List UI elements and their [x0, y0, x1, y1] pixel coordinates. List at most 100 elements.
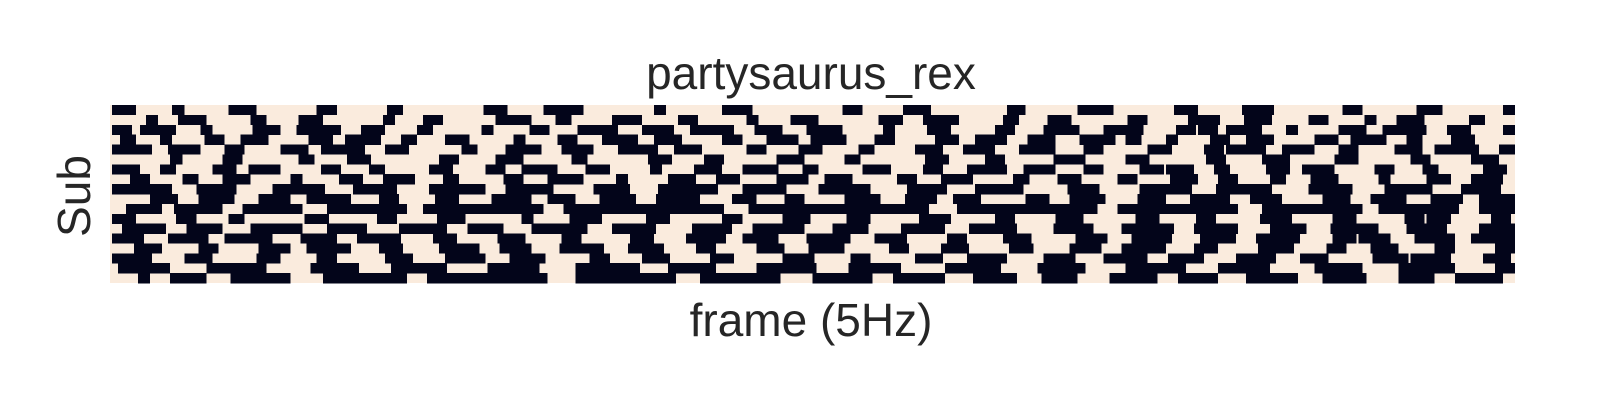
heatmap-cell — [746, 145, 766, 155]
heatmap-cell — [495, 115, 531, 125]
heatmap-cell — [784, 194, 804, 204]
heatmap-cell — [1210, 135, 1230, 145]
heatmap-cell — [927, 125, 951, 135]
heatmap-cell — [1322, 194, 1350, 204]
heatmap-cell — [499, 243, 531, 253]
heatmap-cell — [1003, 115, 1019, 125]
heatmap-cell — [1334, 154, 1358, 164]
heatmap-cell — [674, 145, 702, 155]
heatmap-cell — [1379, 174, 1391, 184]
heatmap-cell — [160, 135, 172, 145]
heatmap-cell — [1471, 174, 1503, 184]
heatmap-cell — [1250, 194, 1282, 204]
heatmap-cell — [399, 224, 447, 234]
heatmap-cell — [445, 135, 469, 145]
heatmap-cell — [1282, 145, 1314, 155]
heatmap-cell — [819, 184, 871, 194]
heatmap-cell — [1200, 234, 1236, 244]
heatmap-cell — [806, 234, 850, 244]
heatmap-cell — [317, 105, 337, 115]
heatmap-cell — [186, 224, 222, 234]
heatmap-cell — [1469, 115, 1485, 125]
heatmap-cell — [975, 135, 1007, 145]
heatmap-cell — [1019, 145, 1055, 155]
heatmap-cell — [889, 243, 909, 253]
heatmap-cell — [321, 164, 341, 174]
heatmap-cell — [513, 135, 525, 145]
heatmap-cell — [1041, 273, 1077, 283]
heatmap-cell — [1083, 164, 1103, 174]
heatmap-cell — [198, 194, 234, 204]
heatmap-cell — [562, 234, 582, 244]
heatmap-cell — [656, 194, 700, 204]
heatmap-cell — [532, 224, 588, 234]
heatmap-cell — [564, 204, 725, 214]
heatmap-cell — [212, 164, 236, 174]
heatmap-cell — [182, 174, 198, 184]
heatmap-cell — [686, 234, 726, 244]
heatmap-cell — [1266, 164, 1290, 174]
heatmap-cell — [905, 194, 937, 204]
heatmap-cell — [1427, 174, 1451, 184]
heatmap-cell — [429, 164, 453, 174]
heatmap-cell — [1471, 154, 1499, 164]
heatmap-cell — [134, 243, 162, 253]
heatmap-cell — [1007, 105, 1025, 115]
heatmap-cell — [1417, 105, 1443, 115]
heatmap-cell — [423, 115, 443, 125]
heatmap-cell — [1204, 145, 1224, 155]
heatmap-cell — [722, 105, 752, 115]
heatmap-cell — [138, 273, 150, 283]
heatmap-cell — [935, 135, 959, 145]
heatmap-cell — [907, 184, 947, 194]
heatmap-cell — [919, 214, 951, 224]
heatmap-cell — [1003, 234, 1031, 244]
heatmap-cell — [995, 214, 1015, 224]
heatmap-cell — [756, 263, 816, 273]
heatmap-cell — [1083, 145, 1103, 155]
heatmap-cell — [722, 214, 742, 224]
heatmap-cell — [1495, 263, 1515, 273]
heatmap-cell — [327, 204, 407, 214]
heatmap-cell — [806, 125, 842, 135]
heatmap-cell — [1332, 234, 1356, 244]
heatmap-cell — [112, 105, 136, 115]
heatmap-cell — [206, 263, 266, 273]
heatmap-grid — [110, 105, 1515, 283]
heatmap-cell — [694, 164, 722, 174]
heatmap-cell — [423, 204, 543, 214]
heatmap-cell — [548, 194, 576, 204]
heatmap-cell — [497, 234, 525, 244]
heatmap-cell — [1053, 224, 1093, 234]
heatmap-cell — [176, 214, 196, 224]
heatmap-cell — [678, 115, 698, 125]
heatmap-cell — [1110, 273, 1158, 283]
x-axis-label: frame (5Hz) — [690, 294, 933, 346]
heatmap-cell — [112, 214, 136, 224]
heatmap-cell — [385, 145, 409, 155]
heatmap-cell — [1395, 145, 1423, 155]
heatmap-cell — [1451, 135, 1475, 145]
heatmap-cell — [1326, 243, 1346, 253]
heatmap-cell — [628, 243, 664, 253]
heatmap-cell — [602, 135, 638, 145]
heatmap-cell — [503, 174, 523, 184]
heatmap-cell — [1194, 224, 1238, 234]
heatmap-cell — [1122, 224, 1174, 234]
heatmap-cell — [1216, 184, 1272, 194]
heatmap-cell — [646, 214, 670, 224]
heatmap-cell — [1244, 115, 1272, 125]
heatmap-cell — [923, 115, 959, 125]
heatmap-cell — [1196, 214, 1216, 224]
heatmap-cell — [248, 164, 280, 174]
heatmap-cell — [576, 263, 640, 273]
heatmap-cell — [875, 234, 907, 244]
heatmap-cell — [1479, 224, 1515, 234]
heatmap-cell — [435, 194, 459, 204]
heatmap-cell — [586, 164, 610, 174]
heatmap-cell — [590, 253, 610, 263]
heatmap-row — [112, 145, 1515, 155]
heatmap-cell — [967, 164, 1007, 174]
heatmap-cell — [798, 145, 822, 155]
heatmap-cell — [548, 174, 584, 184]
